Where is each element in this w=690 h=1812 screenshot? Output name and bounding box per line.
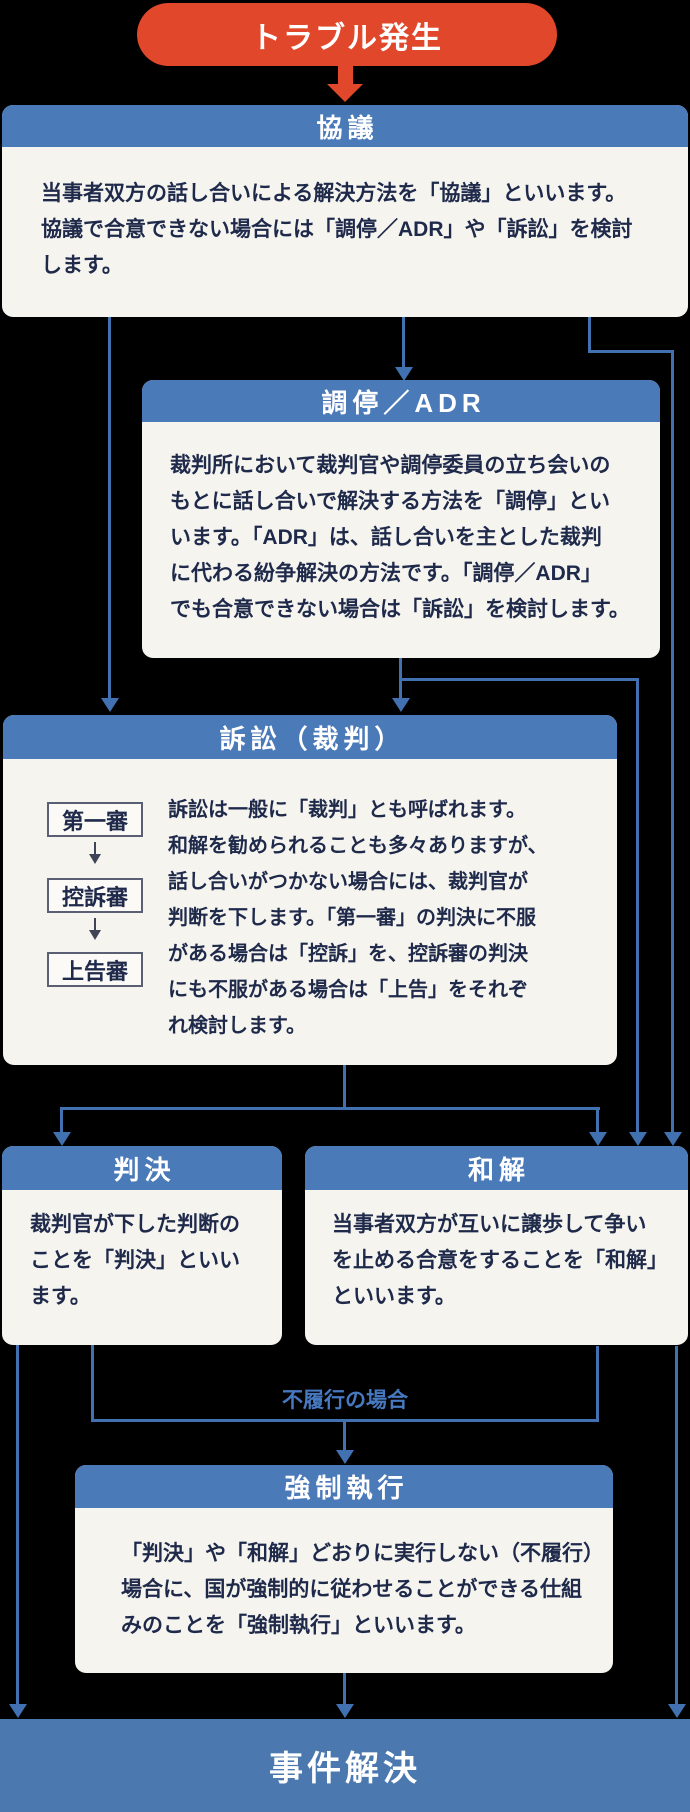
node-judgment: 判決 裁判官が下した判断の ことを「判決」といい ます。: [2, 1146, 282, 1345]
node-lawsuit-text-line: れ検討します。: [168, 1015, 306, 1037]
node-lawsuit-text-line: 訴訟は一般に「裁判」とも呼ばれます。: [168, 799, 526, 821]
node-enforcement: 強制執行 「判決」や「和解」どおりに実行しない（不履行） 場合に、国が強制的に従…: [75, 1465, 613, 1673]
arrow-down-icon: [9, 1704, 27, 1718]
connector-consultation-to-settlement-seg1: [588, 317, 591, 353]
node-judgment-title: 判決: [2, 1146, 282, 1190]
node-settlement-text-line: といいます。: [332, 1285, 456, 1308]
step-arrow-stem: [94, 842, 96, 854]
node-consultation-text-line: 当事者双方の話し合いによる解決方法を「協議」といいます。: [41, 182, 627, 205]
node-judgment-text-line: ます。: [30, 1285, 91, 1308]
arrow-down-icon: [336, 1704, 354, 1718]
node-settlement-title: 和解: [305, 1146, 688, 1190]
connector-to-settlement: [596, 1107, 599, 1133]
node-mediation-adr-title: 調停／ADR: [142, 380, 660, 422]
node-consultation-title: 協議: [2, 105, 688, 147]
arrow-down-icon: [589, 1132, 607, 1146]
connector-mediation-to-settlement-seg2: [636, 678, 639, 1134]
step-appeal-court: 控訴審: [47, 878, 143, 913]
node-judgment-text-line: 裁判官が下した判断の: [30, 1213, 240, 1236]
node-settlement-text-line: 当事者双方が互いに譲歩して争い: [332, 1213, 647, 1236]
node-enforcement-text-line: みのことを「強制執行」といいます。: [121, 1614, 476, 1637]
connector-lawsuit-split: [60, 1107, 600, 1110]
arrow-down-icon: [629, 1132, 647, 1146]
connector-judgment-to-enforcement: [91, 1345, 94, 1422]
node-lawsuit-text-line: 判断を下します。「第一審」の判決に不服: [168, 907, 536, 929]
node-lawsuit-text-line: 話し合いがつかない場合には、裁判官が: [168, 871, 528, 893]
step-arrow-stem: [94, 918, 96, 930]
start-node-trouble: トラブル発生: [137, 3, 557, 66]
node-lawsuit-text-line: がある場合は「控訴」を、控訴審の判決: [168, 943, 528, 965]
connector-consultation-to-settlement-seg2: [588, 350, 674, 353]
arrow-down-icon: [101, 698, 119, 712]
step-arrow-down-icon: [89, 854, 101, 864]
connector-judgment-to-end: [16, 1345, 19, 1705]
node-enforcement-text-line: 場合に、国が強制的に従わせることができる仕組: [121, 1578, 582, 1601]
connector-to-judgment: [60, 1107, 63, 1133]
arrow-down-icon: [395, 367, 413, 381]
non-fulfillment-label: 不履行の場合: [282, 1389, 408, 1412]
node-mediation-text-line: に代わる紛争解決の方法です。「調停／ADR」: [170, 562, 602, 585]
connector-enforcement-to-end: [343, 1673, 346, 1705]
node-mediation-text-line: います。「ADR」は、話し合いを主とした裁判: [170, 526, 602, 549]
step-arrow-down-icon: [89, 930, 101, 940]
connector-mediation-to-settlement-seg1: [399, 678, 639, 681]
connector-settlement-to-enforcement: [596, 1346, 599, 1422]
node-lawsuit-title: 訴訟（裁判）: [3, 715, 617, 759]
arrow-down-icon: [336, 1450, 354, 1464]
node-mediation-text-line: もとに話し合いで解決する方法を「調停」とい: [170, 490, 610, 513]
connector-consultation-to-lawsuit: [108, 317, 111, 699]
start-arrow-stem: [338, 64, 353, 86]
connector-to-enforcement-stem: [343, 1419, 346, 1451]
node-mediation-adr: 調停／ADR 裁判所において裁判官や調停委員の立ち会いの もとに話し合いで解決す…: [142, 380, 660, 658]
arrow-down-icon: [53, 1132, 71, 1146]
node-judgment-text-line: ことを「判決」といい: [30, 1249, 240, 1272]
node-lawsuit-text-line: にも不服がある場合は「上告」をそれぞ: [168, 979, 528, 1001]
node-lawsuit: 訴訟（裁判） 第一審 控訴審 上告審 訴訟は一般に「裁判」とも呼ばれます。 和解…: [3, 715, 617, 1065]
arrow-down-icon: [668, 1704, 686, 1718]
step-first-instance: 第一審: [47, 802, 143, 837]
start-node-label: トラブル発生: [251, 21, 443, 55]
end-node-label: 事件解決: [269, 1750, 421, 1788]
connector-consultation-to-settlement-seg3: [671, 350, 674, 1134]
node-enforcement-text-line: 「判決」や「和解」どおりに実行しない（不履行）: [121, 1542, 604, 1565]
node-settlement: 和解 当事者双方が互いに譲歩して争い を止める合意をすることを「和解」 といいま…: [305, 1146, 688, 1345]
node-mediation-text-line: でも合意できない場合は「訴訟」を検討します。: [170, 598, 630, 621]
arrow-down-icon: [392, 698, 410, 712]
node-mediation-text-line: 裁判所において裁判官や調停委員の立ち会いの: [170, 454, 611, 477]
end-node-resolution: 事件解決: [0, 1719, 690, 1812]
node-settlement-text-line: を止める合意をすることを「和解」: [332, 1249, 668, 1272]
node-enforcement-title: 強制執行: [75, 1465, 613, 1508]
node-lawsuit-text-line: 和解を勧められることも多々ありますが、: [168, 835, 548, 857]
node-consultation-text-line: します。: [41, 254, 123, 277]
connector-lawsuit-stem: [343, 1065, 346, 1110]
arrow-down-icon: [664, 1132, 682, 1146]
connector-settlement-to-end: [675, 1346, 678, 1705]
connector-consultation-to-mediation: [402, 317, 405, 369]
step-final-appeal-court: 上告審: [47, 952, 143, 987]
node-consultation: 協議 当事者双方の話し合いによる解決方法を「協議」といいます。 協議で合意できな…: [2, 105, 688, 317]
start-arrow-down-icon: [327, 84, 363, 102]
node-consultation-text-line: 協議で合意できない場合には「調停／ADR」や「訴訟」を検討: [41, 218, 633, 241]
